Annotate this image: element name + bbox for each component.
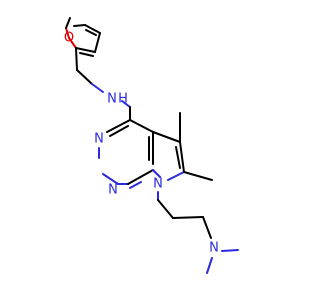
bond bbox=[106, 119, 131, 133]
oxygen-label: O bbox=[64, 31, 74, 46]
amine-h-label: H bbox=[118, 92, 128, 107]
bond bbox=[75, 47, 96, 53]
bond bbox=[102, 173, 119, 185]
bond bbox=[79, 52, 94, 57]
pyrimidine-ring bbox=[98, 117, 154, 189]
bond bbox=[73, 24, 86, 27]
bond bbox=[68, 37, 77, 49]
pyrrole-ring bbox=[152, 131, 185, 181]
bond bbox=[202, 216, 212, 239]
propyl-chain bbox=[157, 191, 239, 274]
bond bbox=[157, 199, 174, 219]
bond bbox=[172, 216, 204, 219]
bond bbox=[179, 141, 185, 173]
bond-n-methyl bbox=[206, 257, 213, 274]
amine-n-label: N bbox=[107, 92, 117, 107]
bond bbox=[109, 125, 129, 137]
bond bbox=[84, 24, 101, 34]
bond bbox=[75, 47, 78, 71]
atom-labels: O N H N N N N bbox=[64, 31, 219, 256]
dimethylamine-n-label: N bbox=[209, 241, 219, 256]
bond bbox=[65, 17, 71, 29]
bond bbox=[152, 131, 181, 143]
bond bbox=[94, 32, 101, 53]
bond bbox=[85, 29, 97, 36]
pyrimidine-n1-label: N bbox=[108, 183, 118, 198]
molecule-structure: O N H N N N N bbox=[64, 17, 239, 274]
bond bbox=[129, 181, 142, 189]
methyl-groups bbox=[179, 112, 213, 181]
bond bbox=[152, 169, 161, 178]
bond bbox=[91, 83, 104, 93]
bond bbox=[127, 169, 154, 185]
pyrimidine-n3-label: N bbox=[94, 132, 104, 147]
pyrrole-n7-label: N bbox=[153, 177, 163, 192]
bond bbox=[121, 100, 131, 108]
bond bbox=[167, 171, 185, 181]
molecule-canvas: O N H N N N N bbox=[63, 17, 239, 274]
bond bbox=[175, 146, 181, 169]
furan-ring bbox=[65, 17, 101, 57]
bond bbox=[129, 119, 154, 133]
bond-n-methyl bbox=[221, 249, 239, 252]
methylene-linker bbox=[75, 47, 131, 119]
bond bbox=[65, 27, 70, 39]
bond bbox=[183, 171, 213, 181]
bond bbox=[76, 69, 93, 85]
